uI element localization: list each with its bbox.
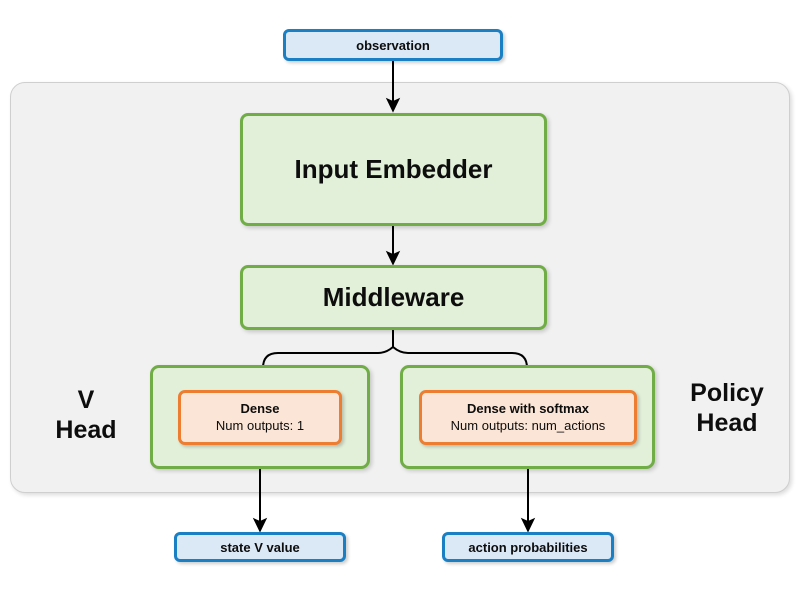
input-embedder-label: Input Embedder <box>294 154 493 184</box>
middleware-node[interactable]: Middleware <box>240 265 547 330</box>
middleware-label: Middleware <box>322 282 465 312</box>
state-v-value-label: state V value <box>220 539 300 555</box>
v-head-side-label-line2: Head <box>55 416 117 444</box>
v-head-side-label: V Head <box>32 385 140 445</box>
input-embedder-node[interactable]: Input Embedder <box>240 113 547 226</box>
dense-title: Dense <box>240 401 280 416</box>
v-head-side-label-line1: V <box>77 386 95 414</box>
policy-head-side-label-line1: Policy <box>690 379 764 407</box>
dense-with-softmax-subtitle: Num outputs: num_actions <box>450 418 606 433</box>
observation-label: observation <box>356 37 430 53</box>
policy-head-side-label-line2: Head <box>696 409 758 437</box>
dense-subtitle: Num outputs: 1 <box>215 418 305 433</box>
policy-head-side-label: Policy Head <box>662 378 792 438</box>
observation-node[interactable]: observation <box>283 29 503 61</box>
state-v-value-node[interactable]: state V value <box>174 532 346 562</box>
dense-with-softmax-node[interactable]: Dense with softmax Num outputs: num_acti… <box>419 390 637 445</box>
dense-node[interactable]: Dense Num outputs: 1 <box>178 390 342 445</box>
action-probabilities-label: action probabilities <box>468 539 588 555</box>
dense-with-softmax-title: Dense with softmax <box>466 401 590 416</box>
action-probabilities-node[interactable]: action probabilities <box>442 532 614 562</box>
